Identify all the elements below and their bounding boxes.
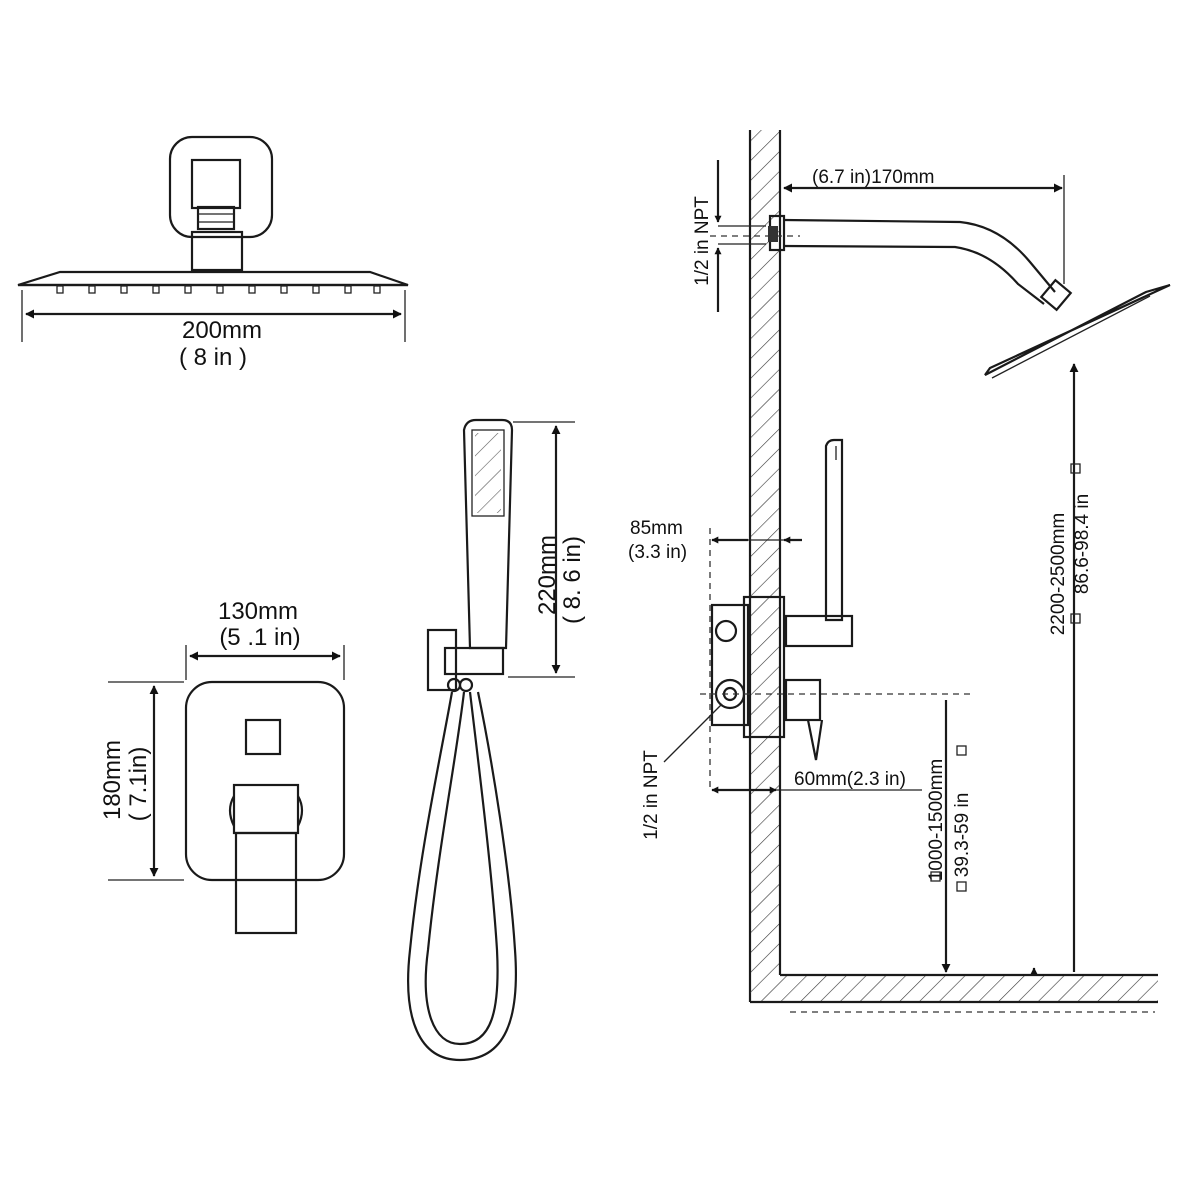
shower-head-nozzles <box>56 285 381 294</box>
placeholder-box-icon <box>1070 613 1081 624</box>
valve-height-mm: 1000-1500mm <box>926 759 947 882</box>
valve-handle <box>234 831 298 935</box>
head-height-in: 86.6-98.4 in <box>1072 494 1093 594</box>
valve-plate-height-mm: 180mm <box>99 740 126 820</box>
hand-shower-length-mm: 220mm <box>534 535 561 615</box>
valve-plate-width-in: (5 .1 in) <box>219 624 300 651</box>
arm-npt-label: 1/2 in NPT <box>692 196 713 286</box>
floor-hatching <box>750 975 1158 1002</box>
installation-side-view: 1/2 in NPT (6.7 in)170mm 85mm (3.3 in) 6… <box>628 130 1171 1013</box>
placeholder-box-icon <box>1070 463 1081 474</box>
valve-depth-mm: 85mm <box>630 518 683 539</box>
placeholder-box-icon <box>956 745 967 756</box>
valve-offset-label: 60mm(2.3 in) <box>794 769 906 790</box>
diverter-button <box>244 718 282 756</box>
hand-shower-length-in: ( 8. 6 in) <box>559 536 586 624</box>
valve-inlet <box>714 678 746 710</box>
valve-trim-plate: 130mm (5 .1 in) 180mm ( 7.1in) <box>99 598 346 935</box>
valve-height-in: 39.3-59 in <box>952 793 973 878</box>
placeholder-box-icon <box>930 871 941 882</box>
wall-hatching <box>750 130 780 975</box>
valve-depth-in: (3.3 in) <box>628 542 687 563</box>
shower-head-front-view: 200mm ( 8 in ) <box>17 135 409 371</box>
shower-head-width-mm: 200mm <box>182 317 262 344</box>
shower-head-width-in: ( 8 in ) <box>179 344 247 371</box>
hand-shower-spray-face <box>471 429 505 517</box>
placeholder-box-icon <box>956 881 967 892</box>
hand-shower-assembly: 220mm ( 8. 6 in) <box>407 418 586 1062</box>
inlet-npt-label: 1/2 in NPT <box>641 750 662 840</box>
head-height-mm: 2200-2500mm <box>1048 513 1069 636</box>
valve-plate-width-mm: 130mm <box>218 598 298 625</box>
valve-plate-height-in: ( 7.1in) <box>125 747 152 822</box>
arm-reach-label: (6.7 in)170mm <box>812 167 935 188</box>
